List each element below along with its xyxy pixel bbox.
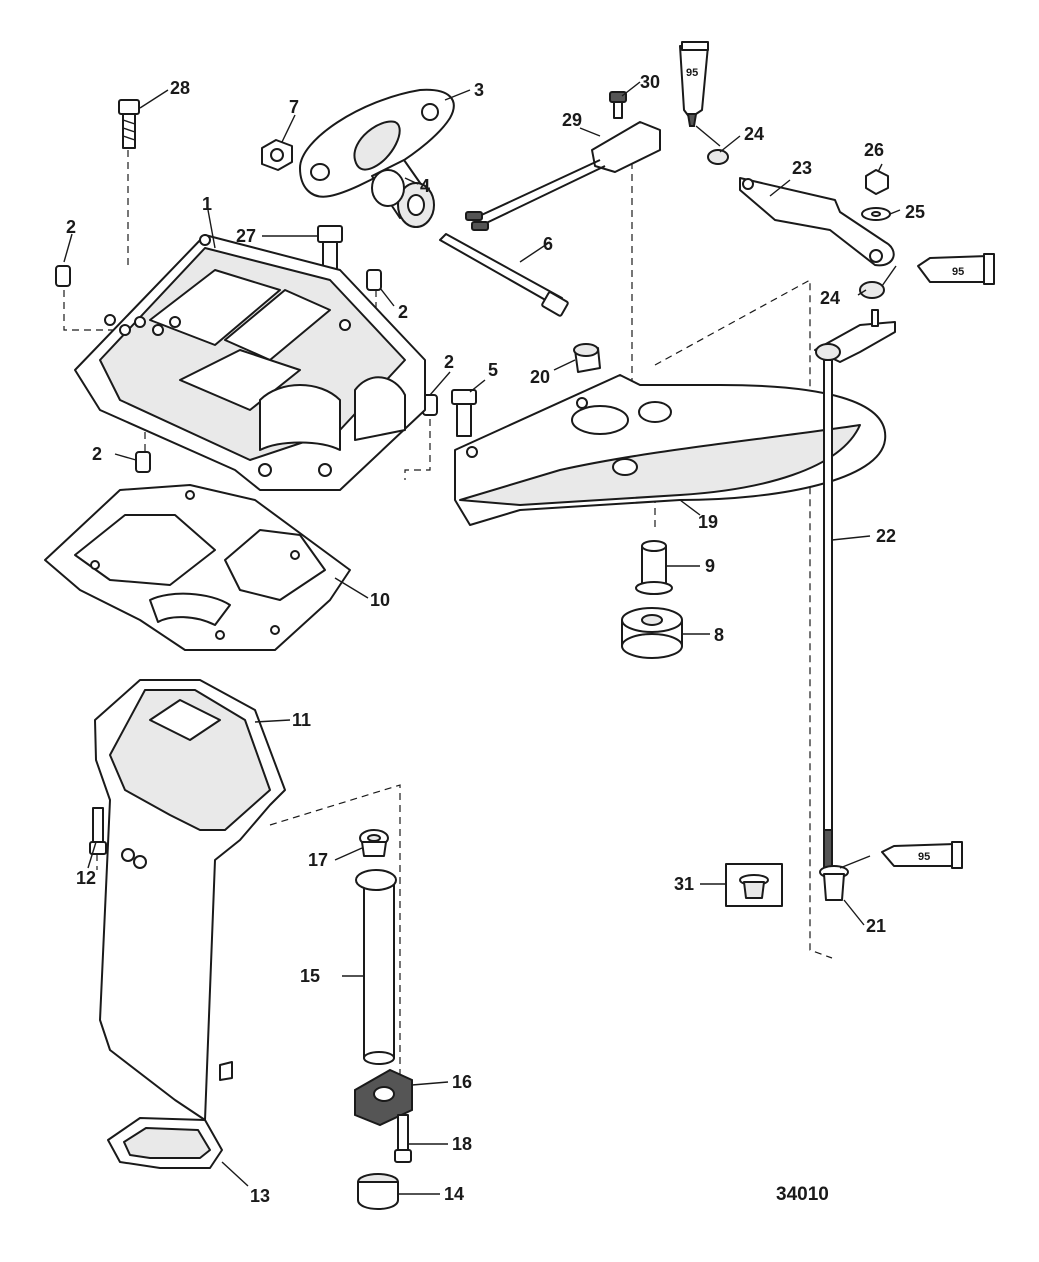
part-21-bushing	[819, 865, 849, 901]
callout-17: 17	[308, 850, 328, 870]
part-17-grommet	[359, 829, 389, 857]
lube-tube-lower-label: 95	[918, 851, 930, 863]
callout-28: 28	[170, 78, 190, 98]
callout-3: 3	[474, 80, 484, 100]
callout-numbers: 28 7 3 4 1 27 2 2 2 2 5 6 29 30 20 19 9 …	[66, 72, 925, 1206]
part-10-gasket	[44, 484, 351, 651]
part-20-plug	[573, 343, 601, 373]
callout-5: 5	[488, 360, 498, 380]
lube-tube-right-label: 95	[952, 266, 964, 278]
callout-13: 13	[250, 1186, 270, 1206]
part-15-tube	[355, 869, 397, 1065]
part-5-bolt	[451, 389, 477, 437]
callout-9: 9	[705, 556, 715, 576]
part-22-shaft	[814, 309, 896, 871]
callout-26: 26	[864, 140, 884, 160]
figure-number: 34010	[776, 1184, 829, 1205]
callout-18: 18	[452, 1134, 472, 1154]
part-8-grommet	[621, 607, 683, 659]
callout-15: 15	[300, 966, 320, 986]
lube-tube-top: 95	[679, 41, 709, 127]
part-23-link	[739, 177, 895, 267]
callout-14: 14	[444, 1184, 464, 1204]
callout-2-topleft: 2	[66, 217, 76, 237]
callout-6: 6	[543, 234, 553, 254]
part-7-nut	[261, 139, 293, 171]
callout-24-lower: 24	[820, 288, 840, 308]
callout-12: 12	[76, 868, 96, 888]
part-27-bolt	[317, 225, 343, 273]
part-25-washer	[861, 207, 891, 221]
callout-27: 27	[236, 226, 256, 246]
part-6-stud	[439, 233, 569, 317]
lube-tube-lower: 95	[881, 841, 963, 869]
lube-tube-top-label: 95	[686, 67, 698, 79]
part-18-bolt	[394, 1114, 412, 1163]
callout-8: 8	[714, 625, 724, 645]
callout-4: 4	[420, 176, 430, 196]
part-11-driveshaft-housing	[94, 679, 286, 1121]
leader-lines	[63, 81, 901, 1195]
part-24-bushing-upper	[707, 149, 729, 165]
part-19-cover	[454, 374, 887, 526]
part-9-pin	[635, 540, 673, 595]
part-24-bushing-lower	[859, 281, 885, 299]
callout-30: 30	[640, 72, 660, 92]
part-29-sensor	[465, 121, 661, 231]
callout-21: 21	[866, 916, 886, 936]
callout-1: 1	[202, 194, 212, 214]
callout-29: 29	[562, 110, 582, 130]
callout-10: 10	[370, 590, 390, 610]
callout-11: 11	[292, 710, 311, 730]
part-28-bolt	[118, 99, 140, 149]
part-3-plate	[299, 88, 455, 198]
part-16-retainer	[354, 1068, 413, 1127]
callout-19: 19	[698, 512, 718, 532]
part-13-seal	[107, 1117, 223, 1169]
callout-24-upper: 24	[744, 124, 764, 144]
callout-31: 31	[674, 874, 694, 894]
callout-16: 16	[452, 1072, 472, 1092]
callout-2-right: 2	[398, 302, 408, 322]
callout-25: 25	[905, 202, 925, 222]
callout-2-bottom: 2	[92, 444, 102, 464]
part-30-screw	[609, 91, 627, 119]
part-31-inset-box	[725, 863, 783, 907]
callout-7: 7	[289, 97, 299, 117]
lube-tube-right: 95	[917, 253, 995, 285]
callout-23: 23	[792, 158, 812, 178]
callout-20: 20	[530, 367, 550, 387]
callout-2-side: 2	[444, 352, 454, 372]
part-14-seal	[357, 1173, 399, 1210]
part-12-bolt	[89, 807, 107, 855]
part-26-nut	[865, 169, 889, 195]
part-1-adapter-plate	[74, 234, 426, 491]
callout-22: 22	[876, 526, 896, 546]
